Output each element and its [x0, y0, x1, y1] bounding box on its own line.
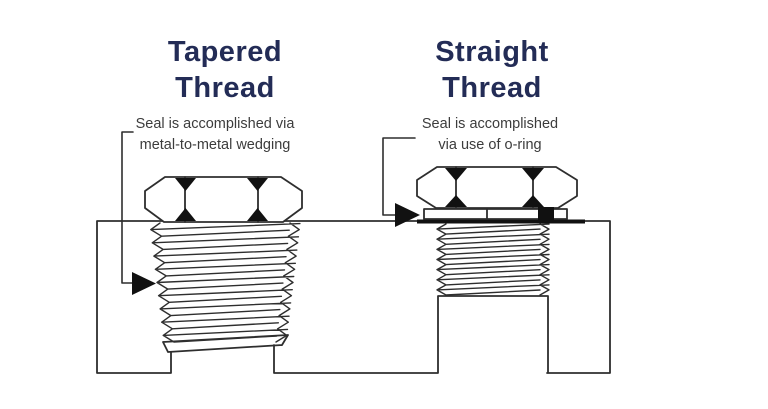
title-line: Tapered: [167, 36, 283, 68]
straight-leader: [382, 137, 420, 227]
hex-chamfer-shadow: [247, 208, 268, 221]
tapered-thread-profile: [150, 222, 301, 343]
straight-fitting: [416, 166, 585, 296]
hex-chamfer-shadow: [522, 168, 544, 181]
annotation-line: metal-to-metal wedging: [139, 137, 291, 153]
tapered-seal-annotation: Seal is accomplished via metal-to-metal …: [115, 114, 315, 156]
tapered-tip: [162, 334, 289, 353]
hex-chamfer-shadow: [522, 195, 544, 207]
tapered-fitting: [144, 176, 303, 353]
hex-chamfer-shadow: [175, 208, 196, 221]
straight-thread-profile: [436, 223, 550, 296]
annotation-line: via use of o-ring: [438, 137, 542, 153]
straight-leader-line: [382, 137, 416, 216]
title-line: Thread: [175, 72, 275, 104]
mounting-block: [96, 220, 611, 374]
tapered-thread-title: Tapered Thread: [125, 34, 325, 106]
hex-chamfer-shadow: [175, 178, 196, 191]
tapered-hex-head: [144, 176, 303, 223]
hex-chamfer-shadow: [445, 168, 467, 181]
straight-seal-annotation: Seal is accomplished via use of o-ring: [390, 114, 590, 156]
title-line: Thread: [442, 72, 542, 104]
title-line: Straight: [435, 36, 549, 68]
straight-thread-title: Straight Thread: [392, 34, 592, 106]
tapered-leader-line: [121, 131, 134, 284]
hex-chamfer-shadow: [247, 178, 268, 191]
straight-hex-head: [416, 166, 578, 209]
annotation-line: Seal is accomplished via: [135, 116, 295, 132]
tapered-leader: [121, 131, 156, 295]
straight-leader-arrow-icon: [395, 203, 420, 227]
annotation-line: Seal is accomplished: [421, 116, 559, 132]
hex-chamfer-shadow: [445, 195, 467, 207]
block-outline: [96, 220, 611, 374]
o-ring-cross-section: [538, 207, 554, 220]
tapered-leader-arrow-icon: [132, 272, 156, 295]
sealing-washer: [423, 208, 568, 220]
